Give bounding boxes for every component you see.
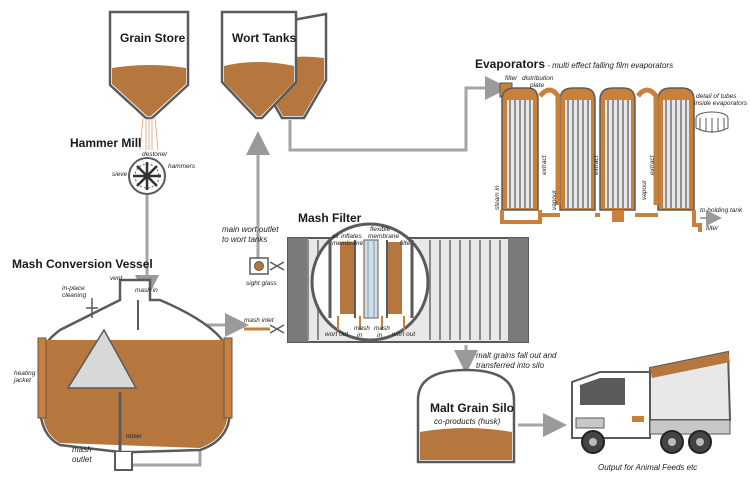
mash-in-inset-label-4: in bbox=[377, 332, 382, 339]
mash-outlet-label-1: mash bbox=[72, 445, 92, 454]
grain-store bbox=[108, 10, 190, 151]
tube-detail bbox=[695, 111, 729, 133]
tube-detail-label-2: inside evaporators bbox=[694, 100, 748, 107]
steam-in-label: steam in bbox=[494, 185, 501, 210]
air-inflates-label-2: membrane bbox=[332, 240, 363, 247]
mash-conversion-vessel-label: Mash Conversion Vessel bbox=[12, 257, 153, 271]
malt-grains-label-2: transferred into silo bbox=[476, 361, 545, 370]
text-labels: Grain Store Wort Tanks Hammer Mill desto… bbox=[12, 31, 748, 472]
hammers-label: hammers bbox=[168, 163, 196, 170]
evaporator-3 bbox=[599, 87, 636, 211]
mash-in-inset-label-2: in bbox=[357, 332, 362, 339]
mash-in-inset-label-1: mash bbox=[354, 325, 370, 332]
hammer-mill bbox=[128, 157, 166, 195]
main-wort-outlet-label-2: to wort tanks bbox=[222, 235, 267, 244]
mash-conversion-vessel bbox=[37, 278, 233, 471]
extract-label-2: extract bbox=[593, 154, 600, 175]
vent-label: vent bbox=[110, 275, 123, 282]
distribution-plate-label-1: distribution bbox=[522, 75, 554, 82]
vapour-label-2: vapour bbox=[641, 179, 648, 200]
extract-label-3: extract bbox=[649, 154, 656, 175]
destoner-label: destoner bbox=[142, 151, 168, 158]
heating-jacket-label-1: heating bbox=[14, 370, 36, 377]
mash-in-top-label: mash in bbox=[135, 287, 158, 294]
truck-icon bbox=[571, 350, 732, 454]
evaporators-title: Evaporators - multi effect falling film … bbox=[475, 57, 673, 71]
mash-inlet-label: mash inlet bbox=[244, 317, 275, 324]
evaporators bbox=[499, 82, 729, 232]
flexible-membrane-label-1: flexible bbox=[370, 226, 391, 233]
wort-out-left-label: wort out bbox=[325, 331, 349, 338]
flexible-membrane-label-2: membrane bbox=[368, 233, 399, 240]
mash-filter-label: Mash Filter bbox=[298, 211, 362, 225]
filter-evap-label: filter bbox=[505, 75, 518, 82]
malt-grain-silo-label: Malt Grain Silo bbox=[430, 401, 514, 415]
tube-detail-label-1: detail of tubes bbox=[696, 93, 737, 100]
evaporator-1 bbox=[501, 87, 539, 211]
heating-jacket-label-2: jacket bbox=[13, 377, 32, 384]
hammer-mill-label: Hammer Mill bbox=[70, 136, 141, 150]
pipe-wort-to-evaporators bbox=[288, 76, 509, 152]
malt-grain-silo bbox=[416, 368, 516, 464]
extract-label-1: extract bbox=[541, 154, 548, 175]
filter-out-label: filter bbox=[706, 225, 719, 232]
evaporator-4 bbox=[657, 87, 695, 211]
mash-filter bbox=[244, 222, 529, 343]
sieve-label: sieve bbox=[112, 171, 128, 178]
mash-in-inset-label-3: mash bbox=[374, 325, 390, 332]
filter-inset-label: filter bbox=[400, 240, 413, 247]
wort-tanks-label: Wort Tanks bbox=[232, 31, 297, 45]
output-label: Output for Animal Feeds etc bbox=[598, 463, 697, 472]
sight-glass-label: sight glass bbox=[246, 280, 277, 287]
co-products-label: co-products (husk) bbox=[434, 417, 501, 426]
distribution-plate-label-2: plate bbox=[529, 82, 544, 89]
malt-grains-label-1: malt grains fall out and bbox=[476, 351, 557, 360]
mash-outlet-label-2: outlet bbox=[72, 455, 92, 464]
to-holding-tank-label: to holding tank bbox=[700, 207, 743, 214]
in-place-cleaning-label-1: in-place bbox=[62, 285, 85, 292]
evaporator-2 bbox=[559, 87, 596, 211]
in-place-cleaning-label-2: cleaning bbox=[62, 292, 87, 299]
air-inflates-label-1: air inflates bbox=[332, 233, 362, 240]
wort-out-right-label: wort out bbox=[392, 331, 416, 338]
grain-store-label: Grain Store bbox=[120, 31, 186, 45]
wort-tanks bbox=[220, 10, 328, 120]
vapour-label-1: vapour bbox=[551, 189, 558, 210]
mixer-label: mixer bbox=[126, 433, 143, 440]
main-wort-outlet-label-1: main wort outlet bbox=[222, 225, 279, 234]
